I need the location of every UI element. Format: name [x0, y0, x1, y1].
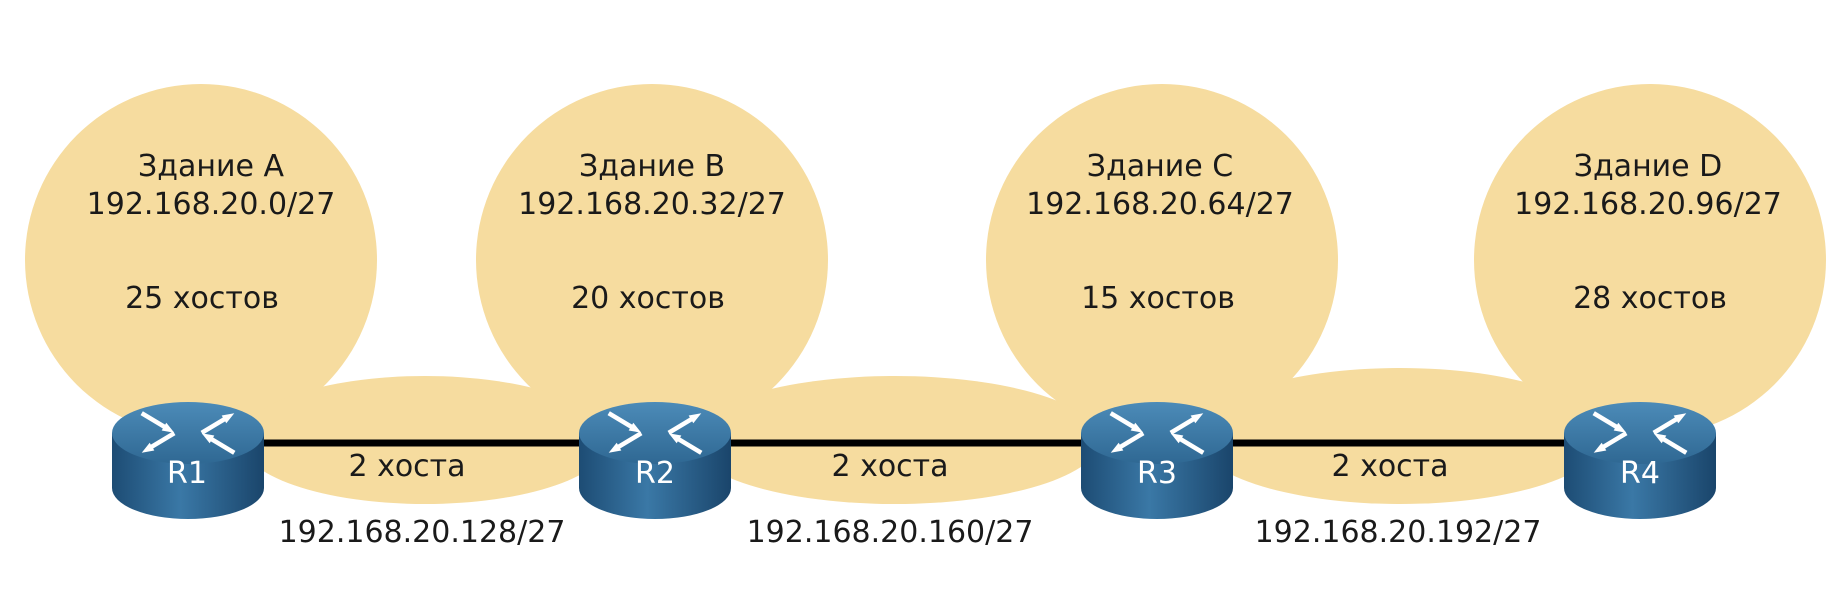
building-a-name: Здание A [138, 149, 284, 184]
link-1-hosts: 2 хоста [348, 449, 466, 484]
building-b-hosts: 20 хостов [571, 281, 725, 316]
building-c-area [986, 84, 1338, 436]
link-2-hosts: 2 хоста [831, 449, 949, 484]
building-c-network: 192.168.20.64/27 [1026, 187, 1294, 222]
router-r1-label: R1 [167, 456, 207, 491]
router-r1-icon [112, 402, 264, 519]
router-r3-icon [1081, 402, 1233, 519]
building-d-area [1474, 84, 1826, 436]
link-1-network: 192.168.20.128/27 [278, 515, 566, 550]
link-3-hosts: 2 хоста [1331, 449, 1449, 484]
building-a-network: 192.168.20.0/27 [86, 187, 336, 222]
building-areas [25, 84, 1826, 436]
router-r4-icon [1564, 402, 1716, 519]
building-b-name: Здание B [578, 149, 726, 184]
link-3-area [1195, 368, 1605, 504]
building-d-name: Здание D [1573, 149, 1723, 184]
building-c-name: Здание C [1086, 149, 1234, 184]
router-r2-label: R2 [635, 456, 675, 491]
router-r3-label: R3 [1137, 456, 1177, 491]
routers [112, 402, 1716, 519]
building-b-network: 192.168.20.32/27 [518, 187, 786, 222]
building-d-hosts: 28 хостов [1573, 281, 1727, 316]
link-3-network: 192.168.20.192/27 [1254, 515, 1542, 550]
building-c-hosts: 15 хостов [1081, 281, 1235, 316]
building-b-area [476, 84, 828, 436]
router-r2-icon [579, 402, 731, 519]
building-a-hosts: 25 хостов [125, 281, 279, 316]
router-r4-label: R4 [1620, 456, 1660, 491]
building-d-network: 192.168.20.96/27 [1514, 187, 1782, 222]
link-2-network: 192.168.20.160/27 [746, 515, 1034, 550]
building-a-area [25, 84, 377, 436]
